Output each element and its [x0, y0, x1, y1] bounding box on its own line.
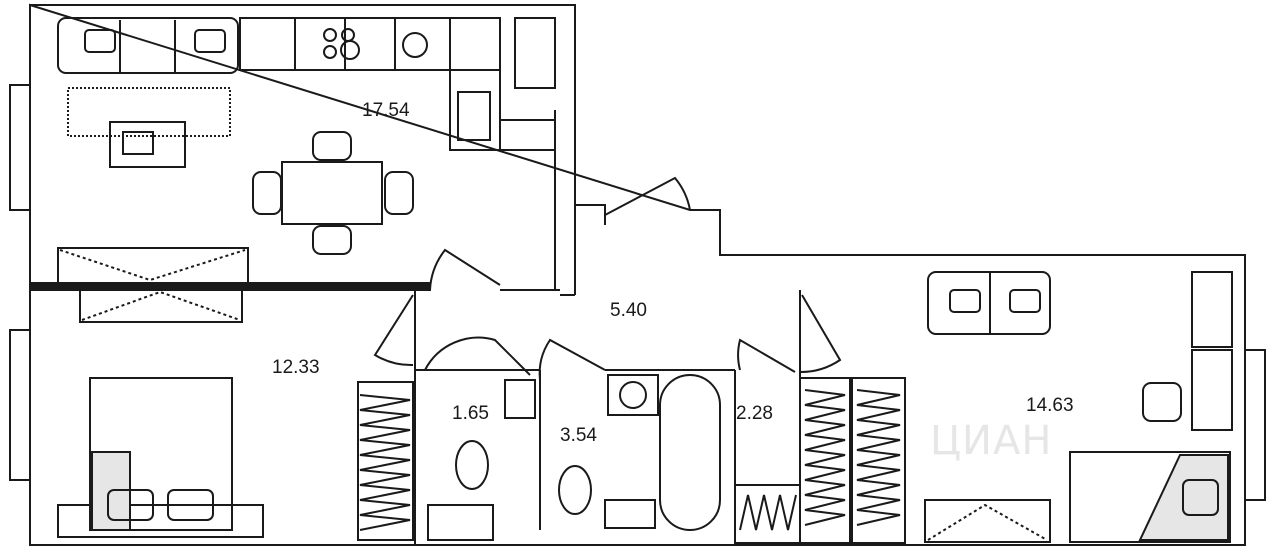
laptop-table	[109, 121, 186, 168]
door-wardrobe	[737, 338, 796, 373]
wardrobe-shelf	[734, 484, 801, 544]
area-bedroom-left: 12.33	[272, 357, 320, 378]
area-hall: 5.40	[610, 300, 647, 321]
bed-left	[57, 377, 264, 538]
toilet-fixtures	[427, 379, 536, 541]
door-entrance	[604, 176, 691, 216]
sofa-right	[927, 271, 1051, 335]
area-kitchen-living: 17.54	[362, 100, 410, 121]
door-kitchen	[429, 248, 501, 291]
shelf-right	[1142, 271, 1233, 431]
tv-stand	[57, 247, 249, 323]
wardrobe-right-2	[851, 377, 906, 544]
area-bathroom: 3.54	[560, 425, 597, 446]
kitchen-counter	[239, 17, 556, 151]
dining-table	[252, 131, 414, 255]
area-bedroom-right: 14.63	[1026, 395, 1074, 416]
door-bathroom	[538, 338, 606, 381]
window-right	[1244, 349, 1266, 501]
door-bedroom-left	[373, 294, 414, 367]
door-bedroom-right	[799, 294, 842, 374]
watermark: ЦИАН	[930, 418, 1053, 464]
bed-right	[924, 451, 1231, 543]
door-toilet	[424, 336, 531, 376]
area-wardrobe: 2.28	[736, 403, 773, 424]
outer-wall	[29, 3, 1246, 546]
area-toilet: 1.65	[452, 403, 489, 424]
wardrobe-left	[357, 381, 414, 541]
sofa-kitchen	[57, 17, 239, 137]
wardrobe-right-1	[799, 377, 851, 544]
wall-kitchen-bedroom	[29, 282, 431, 291]
window-left-bottom	[9, 329, 31, 481]
bathroom-fixtures	[558, 374, 721, 531]
window-left-top	[9, 84, 31, 211]
